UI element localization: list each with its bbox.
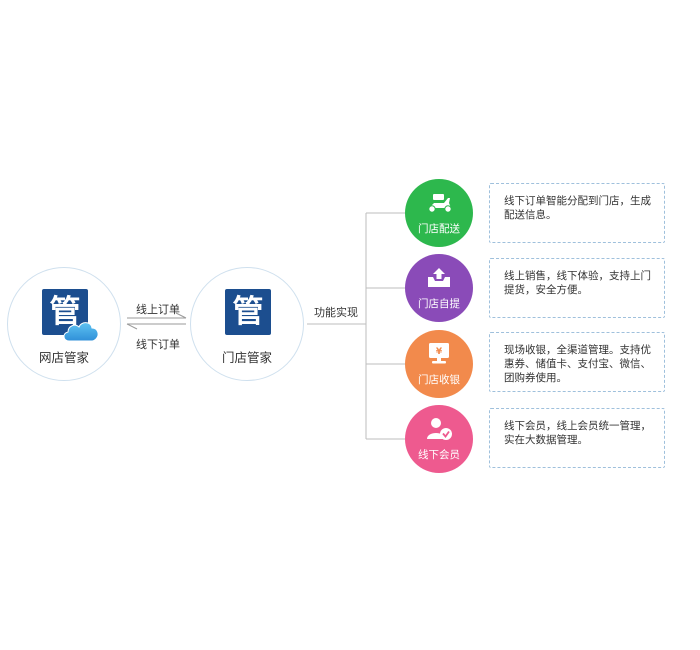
svg-text:¥: ¥	[436, 347, 443, 357]
scooter-icon	[428, 194, 452, 213]
cash-register-icon: ¥	[429, 343, 449, 364]
description-offline-member: 线下会员，线上会员统一管理，实在大数据管理。	[489, 408, 665, 468]
online-store-label: 网店管家	[38, 350, 89, 365]
feature-label: 门店自提	[418, 298, 460, 310]
tray-upload-icon	[428, 268, 450, 287]
store-manager-label: 门店管家	[221, 350, 272, 365]
feature-label: 门店配送	[418, 223, 460, 235]
store-manager-node: 管 门店管家	[190, 267, 304, 381]
feature-label: 门店收银	[418, 374, 460, 386]
online-store-node: 管 网店管家	[7, 267, 121, 381]
feature-store-checkout: ¥ 门店收银	[405, 330, 473, 398]
function-label: 功能实现	[314, 306, 358, 319]
feature-label: 线下会员	[418, 449, 460, 461]
description-store-checkout: 现场收银，全渠道管理。支持优惠券、储值卡、支付宝、微信、团购券使用。	[489, 332, 665, 392]
description-store-delivery: 线下订单智能分配到门店，生成配送信息。	[489, 183, 665, 243]
guan-logo-icon: 管	[225, 289, 271, 335]
description-store-pickup: 线上销售，线下体验，支持上门提货，安全方便。	[489, 258, 665, 318]
feature-offline-member: 线下会员	[405, 405, 473, 473]
feature-store-pickup: 门店自提	[405, 254, 473, 322]
arrow-store-to-online-head	[126, 323, 138, 330]
arrow-online-to-store-head	[175, 312, 187, 319]
cloud-icon	[63, 322, 99, 342]
offline-order-label: 线下订单	[136, 338, 180, 351]
online-order-label: 线上订单	[136, 303, 180, 316]
member-check-icon	[427, 418, 452, 440]
feature-store-delivery: 门店配送	[405, 179, 473, 247]
